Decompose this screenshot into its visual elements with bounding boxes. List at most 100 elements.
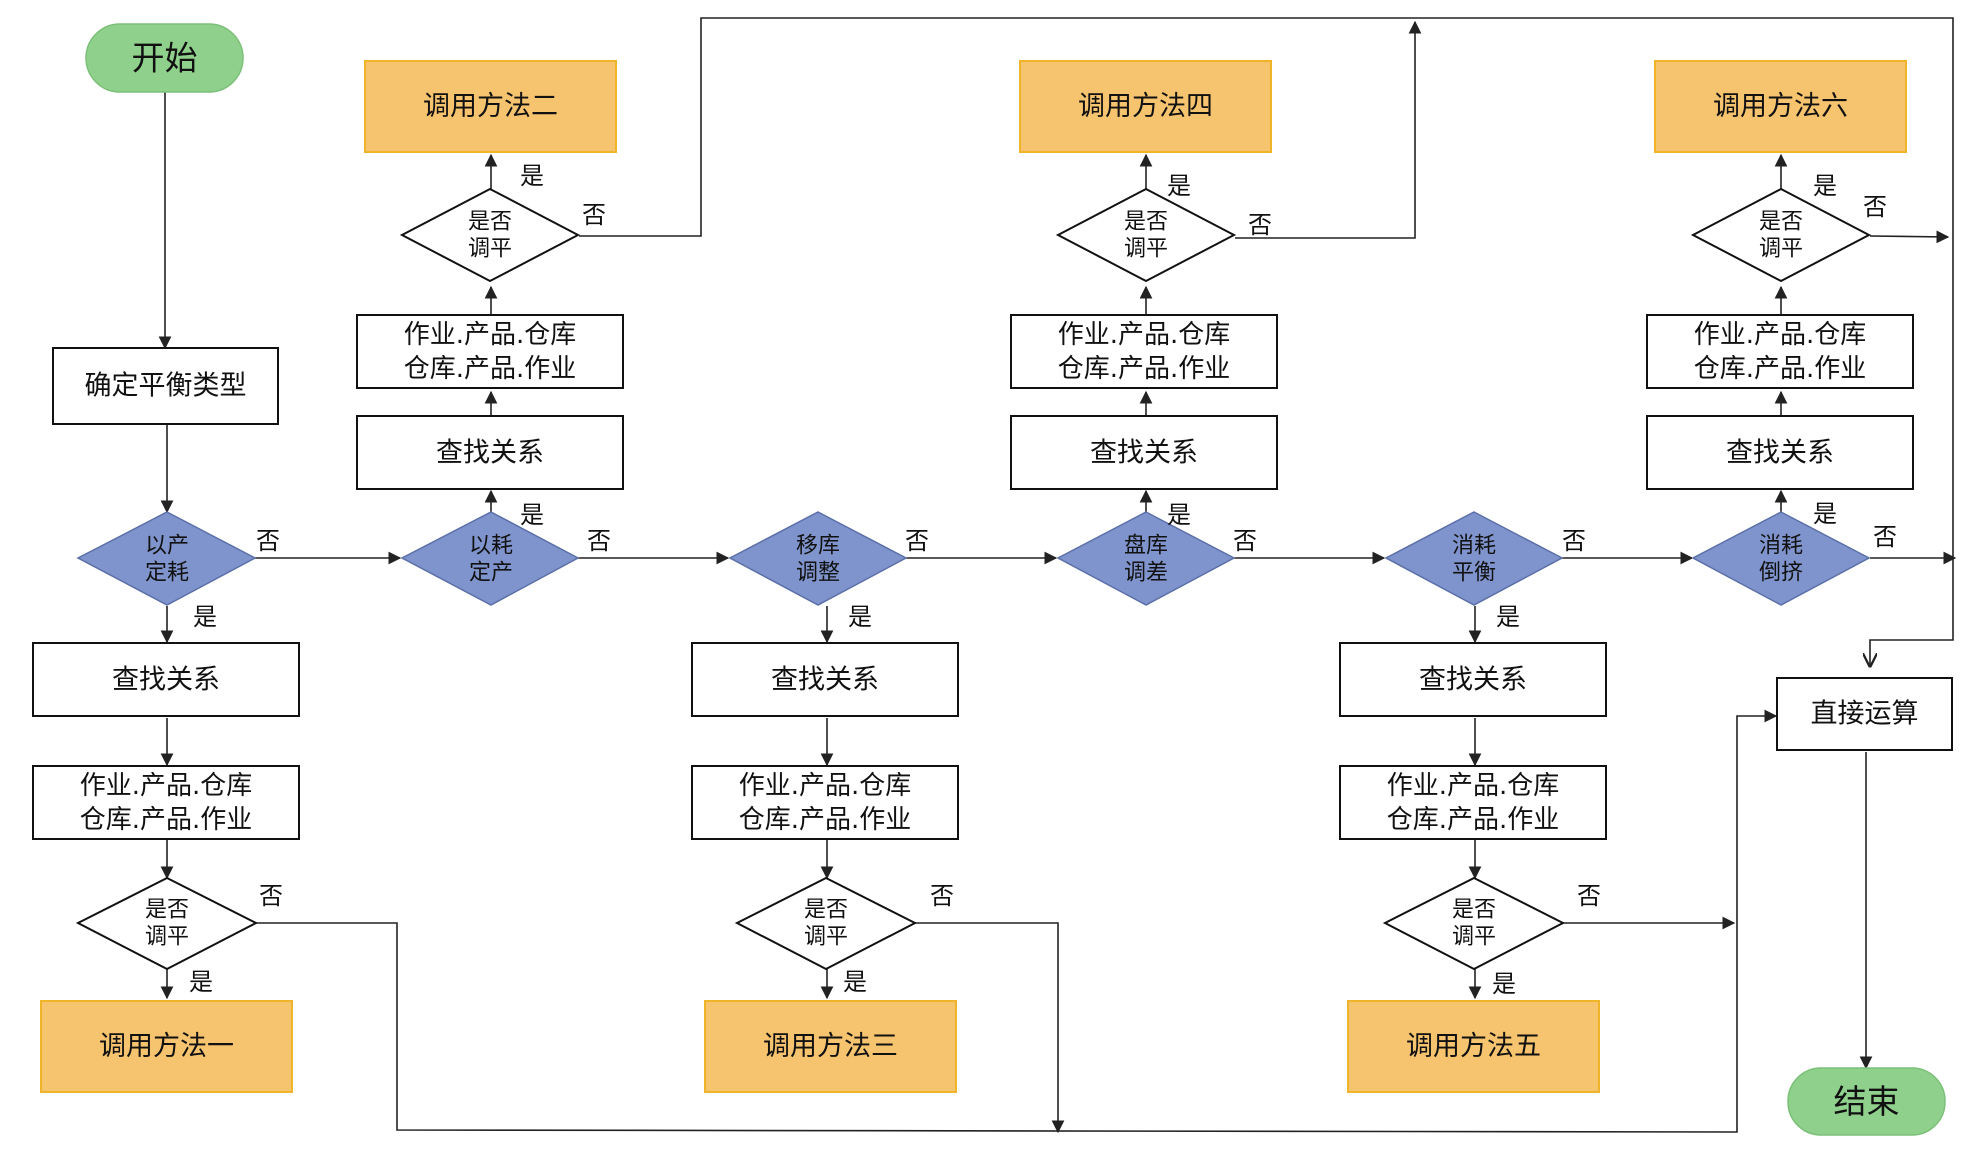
edge-bal2-no: [579, 17, 1954, 666]
balanced-decision-1: 是否 调平: [75, 876, 259, 971]
yes-label: 是: [193, 603, 217, 631]
no-label: 否: [256, 527, 280, 555]
relation-box-2: 作业.产品.仓库 仓库.产品.作业: [356, 314, 624, 389]
type-decision-4-line2: 调差: [1124, 561, 1168, 586]
find-relation-2-label: 查找关系: [436, 438, 544, 469]
direct-calc-box: 直接运算: [1776, 677, 1953, 751]
type-decision-3: 移库 调整: [728, 511, 908, 606]
balanced-decision-2: 是否 调平: [399, 187, 581, 283]
find-relation-3: 查找关系: [691, 642, 959, 717]
relation-box-6: 作业.产品.仓库 仓库.产品.作业: [1646, 314, 1914, 389]
method-box-5-label: 调用方法五: [1406, 1031, 1541, 1062]
no-label: 否: [1863, 193, 1887, 221]
type-decision-4: 盘库 调差: [1056, 511, 1236, 606]
method-box-5: 调用方法五: [1347, 1000, 1600, 1093]
edge-labels: 是 是 是 是 是 是 是 是 是 是 是 是 否 否 否 否 否 否 否 否 …: [189, 162, 1897, 998]
find-relation-4-label: 查找关系: [1090, 438, 1198, 469]
relation-box-1-line1: 作业.产品.仓库: [80, 771, 253, 801]
yes-label: 是: [1496, 603, 1520, 631]
find-relation-5: 查找关系: [1339, 642, 1607, 717]
balanced-decision-3-line1: 是否: [804, 898, 848, 923]
balanced-decision-1-line2: 调平: [145, 925, 189, 950]
balanced-decision-2-line1: 是否: [468, 210, 512, 235]
method-box-3-label: 调用方法三: [763, 1031, 898, 1062]
find-relation-1: 查找关系: [32, 642, 300, 717]
method-box-2: 调用方法二: [364, 60, 617, 153]
yes-label: 是: [843, 968, 867, 996]
type-decision-1: 以产 定耗: [76, 511, 257, 606]
type-decision-1-line2: 定耗: [145, 561, 189, 586]
yes-label: 是: [1813, 500, 1837, 528]
balanced-decision-4: 是否 调平: [1055, 187, 1237, 283]
relation-box-4-line2: 仓库.产品.作业: [1058, 354, 1231, 384]
relation-box-3-line1: 作业.产品.仓库: [739, 771, 912, 801]
edge-bal3-no: [915, 922, 1065, 1134]
yes-label: 是: [1167, 172, 1191, 200]
balanced-decision-4-line1: 是否: [1124, 210, 1168, 235]
type-decision-2-line1: 以耗: [469, 534, 513, 559]
no-label: 否: [1233, 527, 1257, 555]
no-label: 否: [1562, 527, 1586, 555]
relation-box-5-line1: 作业.产品.仓库: [1387, 771, 1560, 801]
edge-bal4-no: [1235, 20, 1422, 239]
edge-bal1-no: [256, 709, 1778, 1133]
no-label: 否: [582, 201, 606, 229]
find-relation-2: 查找关系: [356, 415, 624, 490]
relation-box-6-line1: 作业.产品.仓库: [1694, 320, 1867, 350]
yes-label: 是: [1167, 501, 1191, 529]
type-decision-6: 消耗 倒挤: [1691, 511, 1871, 606]
relation-box-3-line2: 仓库.产品.作业: [739, 805, 912, 835]
balanced-decision-3-line2: 调平: [804, 925, 848, 950]
type-decision-4-line1: 盘库: [1124, 534, 1168, 559]
find-relation-1-label: 查找关系: [112, 665, 220, 696]
start-terminal: 开始: [85, 23, 244, 93]
method-box-2-label: 调用方法二: [423, 91, 558, 122]
method-box-4-label: 调用方法四: [1078, 91, 1213, 122]
type-decision-5-line1: 消耗: [1452, 534, 1496, 559]
end-terminal: 结束: [1787, 1067, 1946, 1136]
method-box-1-label: 调用方法一: [99, 1031, 234, 1062]
balanced-decision-4-line2: 调平: [1124, 237, 1168, 262]
relation-box-4: 作业.产品.仓库 仓库.产品.作业: [1010, 314, 1278, 389]
no-label: 否: [1248, 211, 1272, 239]
type-decision-2-line2: 定产: [469, 561, 513, 586]
type-decision-5: 消耗 平衡: [1384, 511, 1564, 606]
balanced-decision-5-line1: 是否: [1452, 898, 1496, 923]
balanced-decision-5-line2: 调平: [1452, 925, 1496, 950]
determine-type-label: 确定平衡类型: [85, 371, 247, 402]
direct-calc-label: 直接运算: [1811, 699, 1919, 730]
yes-label: 是: [520, 162, 544, 190]
end-label: 结束: [1834, 1082, 1900, 1121]
find-relation-3-label: 查找关系: [771, 665, 879, 696]
balanced-decision-6: 是否 调平: [1690, 187, 1872, 283]
yes-label: 是: [1813, 172, 1837, 200]
determine-type-box: 确定平衡类型: [52, 347, 279, 425]
no-label: 否: [930, 882, 954, 910]
no-label: 否: [587, 527, 611, 555]
no-label: 否: [1873, 523, 1897, 551]
relation-box-6-line2: 仓库.产品.作业: [1694, 354, 1867, 384]
find-relation-5-label: 查找关系: [1419, 665, 1527, 696]
no-label: 否: [1577, 882, 1601, 910]
yes-label: 是: [189, 968, 213, 996]
balanced-decision-3: 是否 调平: [734, 876, 918, 971]
relation-box-2-line2: 仓库.产品.作业: [404, 354, 577, 384]
relation-box-4-line1: 作业.产品.仓库: [1058, 320, 1231, 350]
method-box-6-label: 调用方法六: [1713, 91, 1848, 122]
relation-box-1-line2: 仓库.产品.作业: [80, 805, 253, 835]
connectors: [158, 17, 1957, 1134]
yes-label: 是: [1492, 970, 1516, 998]
type-decision-2: 以耗 定产: [400, 511, 580, 606]
find-relation-6-label: 查找关系: [1726, 438, 1834, 469]
edge-bal6-no: [1869, 230, 1950, 244]
relation-box-2-line1: 作业.产品.仓库: [404, 320, 577, 350]
balanced-decision-6-line2: 调平: [1759, 237, 1803, 262]
method-box-4: 调用方法四: [1019, 60, 1272, 153]
balanced-decision-1-line1: 是否: [145, 898, 189, 923]
relation-box-3: 作业.产品.仓库 仓库.产品.作业: [691, 765, 959, 840]
find-relation-6: 查找关系: [1646, 415, 1914, 490]
method-box-3: 调用方法三: [704, 1000, 957, 1093]
relation-box-1: 作业.产品.仓库 仓库.产品.作业: [32, 765, 300, 840]
balanced-decision-2-line2: 调平: [468, 237, 512, 262]
type-decision-3-line2: 调整: [796, 561, 840, 586]
